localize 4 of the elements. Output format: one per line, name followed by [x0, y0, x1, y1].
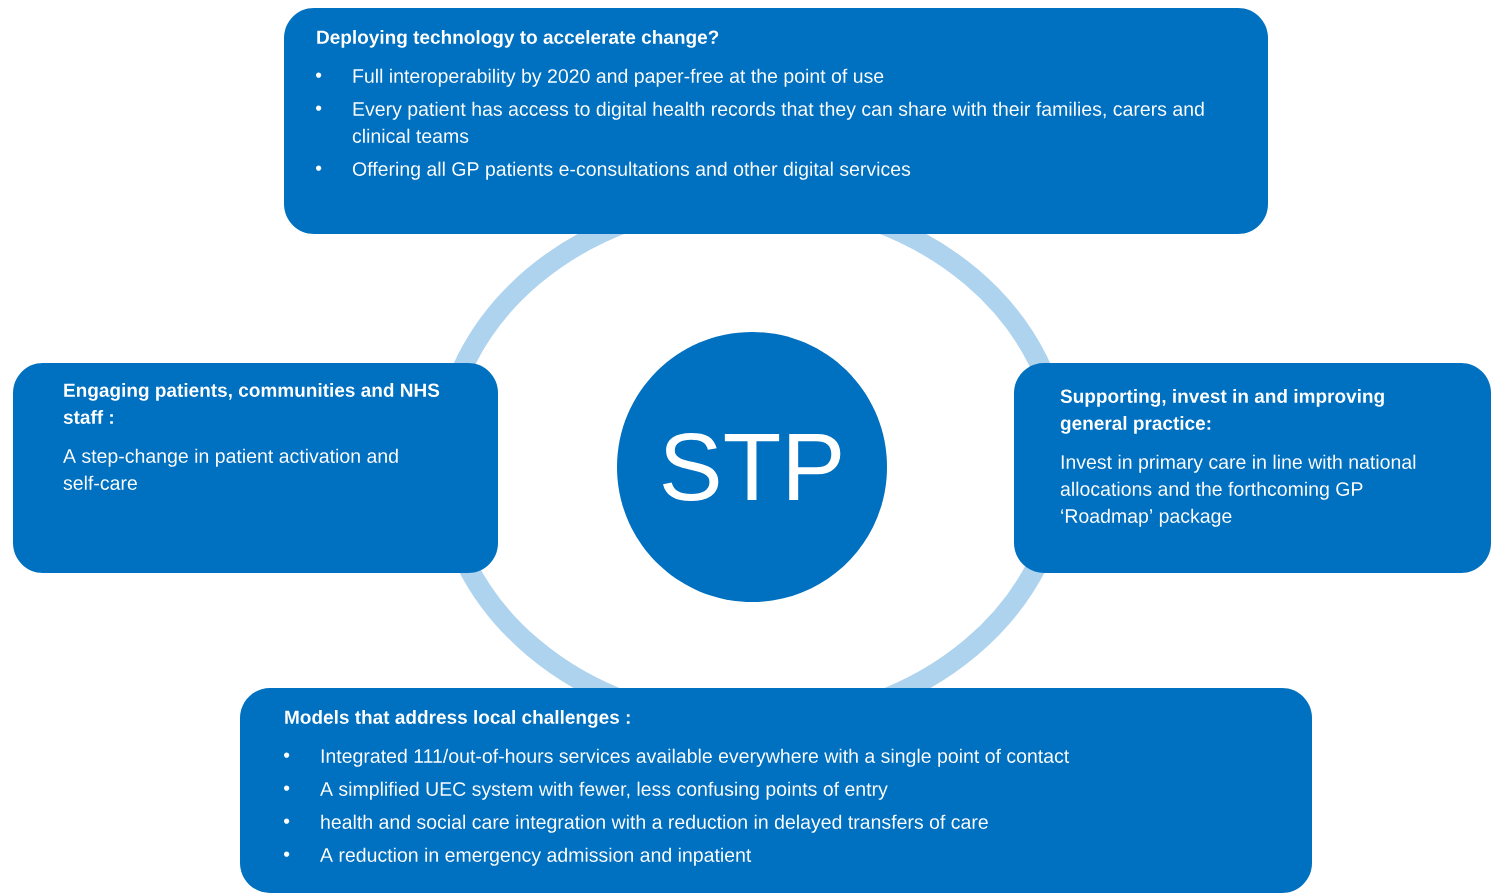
info-box: Supporting, invest in and improving general practice: Invest in primary care in line with national allocations and the forthcoming GP ‘Roadmap’ package [1014, 363, 1491, 573]
info-box: Models that address local challenges : Integrated 111/out-of-hours services available everywhere with a single point of contact A simplified UEC system with fewer, less confusing points of entry health and social care integration with a reduction in delayed transfers of care A reduction in emergency admission and inpatient [240, 688, 1312, 893]
info-box: Deploying technology to accelerate change? Full interoperability by 2020 and paper-free at the point of use Every patient has access to digital health records that they can share with their families, carers and clinical teams Offering all GP patients e-consultations and other digital services [284, 8, 1268, 234]
info-box: Engaging patients, communities and NHS staff : A step-change in patient activation and self-care [13, 363, 498, 573]
